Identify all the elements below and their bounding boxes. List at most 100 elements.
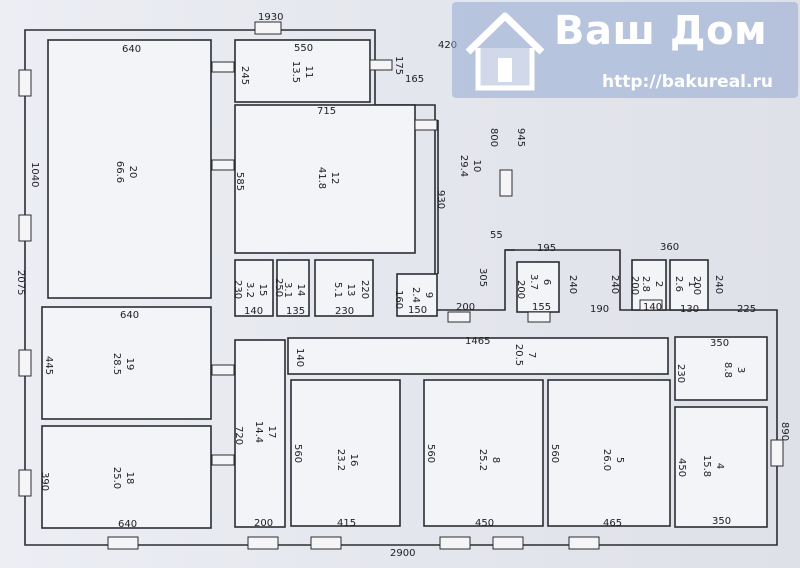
room-13 [314, 259, 374, 317]
room-number: 16 [348, 454, 359, 467]
room-area: 3.7 [528, 274, 539, 290]
room-number: 18 [124, 472, 135, 485]
dim-label: 715 [317, 106, 336, 117]
room-number: 8 [490, 457, 501, 463]
room-4 [674, 406, 768, 528]
room-area: 2.6 [673, 276, 684, 292]
dim-label: 560 [425, 444, 436, 463]
dim-label: 140 [244, 306, 263, 317]
room-area: 13.5 [290, 61, 301, 83]
dim-label: 930 [435, 190, 446, 209]
room-number: 6 [541, 279, 552, 285]
room-6 [516, 261, 560, 313]
house-icon [465, 12, 545, 91]
dim-label: 2900 [390, 548, 415, 559]
dim-label: 190 [590, 304, 609, 315]
dim-label: 165 [405, 74, 424, 85]
room-19 [41, 306, 212, 420]
room-5 [547, 379, 671, 527]
dim-label: 890 [779, 422, 790, 441]
room-11 [234, 39, 371, 103]
room-number: 1 [686, 281, 697, 287]
room-16 [290, 379, 401, 527]
dim-label: 130 [680, 304, 699, 315]
dim-label: 200 [691, 276, 702, 295]
dim-label: 640 [120, 310, 139, 321]
room-area: 2.8 [640, 276, 651, 292]
dim-label: 220 [359, 280, 370, 299]
room-area: 8.8 [722, 362, 733, 378]
room-number: 2 [653, 281, 664, 287]
dim-label: 200 [629, 276, 640, 295]
dim-label: 585 [234, 172, 245, 191]
dim-label: 1465 [465, 336, 490, 347]
room-15 [234, 259, 274, 317]
room-area: 66.6 [114, 161, 125, 183]
dim-label: 230 [675, 364, 686, 383]
dim-label: 640 [122, 44, 141, 55]
dim-label: 175 [393, 56, 404, 75]
room-area: 3.1 [282, 282, 293, 298]
room-7 [287, 337, 669, 375]
windows [18, 21, 784, 550]
dim-label: 800 [488, 128, 499, 147]
room-number: 17 [266, 426, 277, 439]
dim-label: 135 [286, 306, 305, 317]
room-area: 20.5 [513, 344, 524, 366]
dim-label: 195 [537, 243, 556, 254]
room-area: 14.4 [253, 421, 264, 443]
room-number: 11 [303, 66, 314, 79]
room-14 [276, 259, 310, 317]
room-area: 29.4 [458, 155, 469, 177]
room-number: 12 [329, 172, 340, 185]
dim-label: 250 [273, 278, 284, 297]
dim-label: 415 [337, 518, 356, 529]
room-3 [674, 336, 768, 401]
dim-label: 140 [643, 302, 662, 313]
dim-label: 550 [294, 43, 313, 54]
room-number: 7 [526, 352, 537, 358]
dim-label: 200 [254, 518, 273, 529]
room-17 [234, 339, 286, 528]
room-20 [47, 39, 212, 299]
room-area: 28.5 [111, 353, 122, 375]
dim-label: 160 [393, 290, 404, 309]
dim-label: 225 [737, 304, 756, 315]
watermark-title: Ваш Дом [554, 8, 768, 54]
room-18 [41, 425, 212, 529]
room-area: 5.1 [332, 282, 343, 298]
room-1 [669, 259, 709, 311]
dim-label: 450 [475, 518, 494, 529]
dim-label: 230 [335, 306, 354, 317]
dim-label: 350 [710, 338, 729, 349]
dim-label: 200 [456, 302, 475, 313]
dim-label: 240 [567, 275, 578, 294]
corridor-wall [437, 120, 515, 274]
dim-label: 155 [532, 302, 551, 313]
watermark-url[interactable]: http://bakureal.ru [602, 72, 773, 92]
dim-label: 1040 [29, 162, 40, 187]
room-area: 25.2 [477, 449, 488, 471]
room-number: 20 [127, 166, 138, 179]
dim-label: 150 [408, 305, 427, 316]
dim-label: 140 [294, 348, 305, 367]
room-number: 15 [257, 284, 268, 297]
room-number: 4 [714, 463, 725, 469]
room-area: 26.0 [601, 449, 612, 471]
room-area: 2.4 [410, 287, 421, 303]
room-area: 41.8 [316, 167, 327, 189]
room-area: 25.0 [111, 467, 122, 489]
dim-label: 350 [712, 516, 731, 527]
dim-label: 230 [232, 280, 243, 299]
dim-label: 2075 [15, 270, 26, 295]
room-number: 19 [124, 358, 135, 371]
room-number: 13 [345, 284, 356, 297]
dim-label: 560 [549, 444, 560, 463]
room-number: 9 [423, 292, 434, 298]
dim-label: 945 [515, 128, 526, 147]
room-number: 14 [295, 284, 306, 297]
room-number: 3 [735, 367, 746, 373]
dim-label: 640 [118, 519, 137, 530]
room-labels: 20 66.6 11 13.5 12 41.8 10 29.4 15 3.2 1… [111, 61, 746, 489]
